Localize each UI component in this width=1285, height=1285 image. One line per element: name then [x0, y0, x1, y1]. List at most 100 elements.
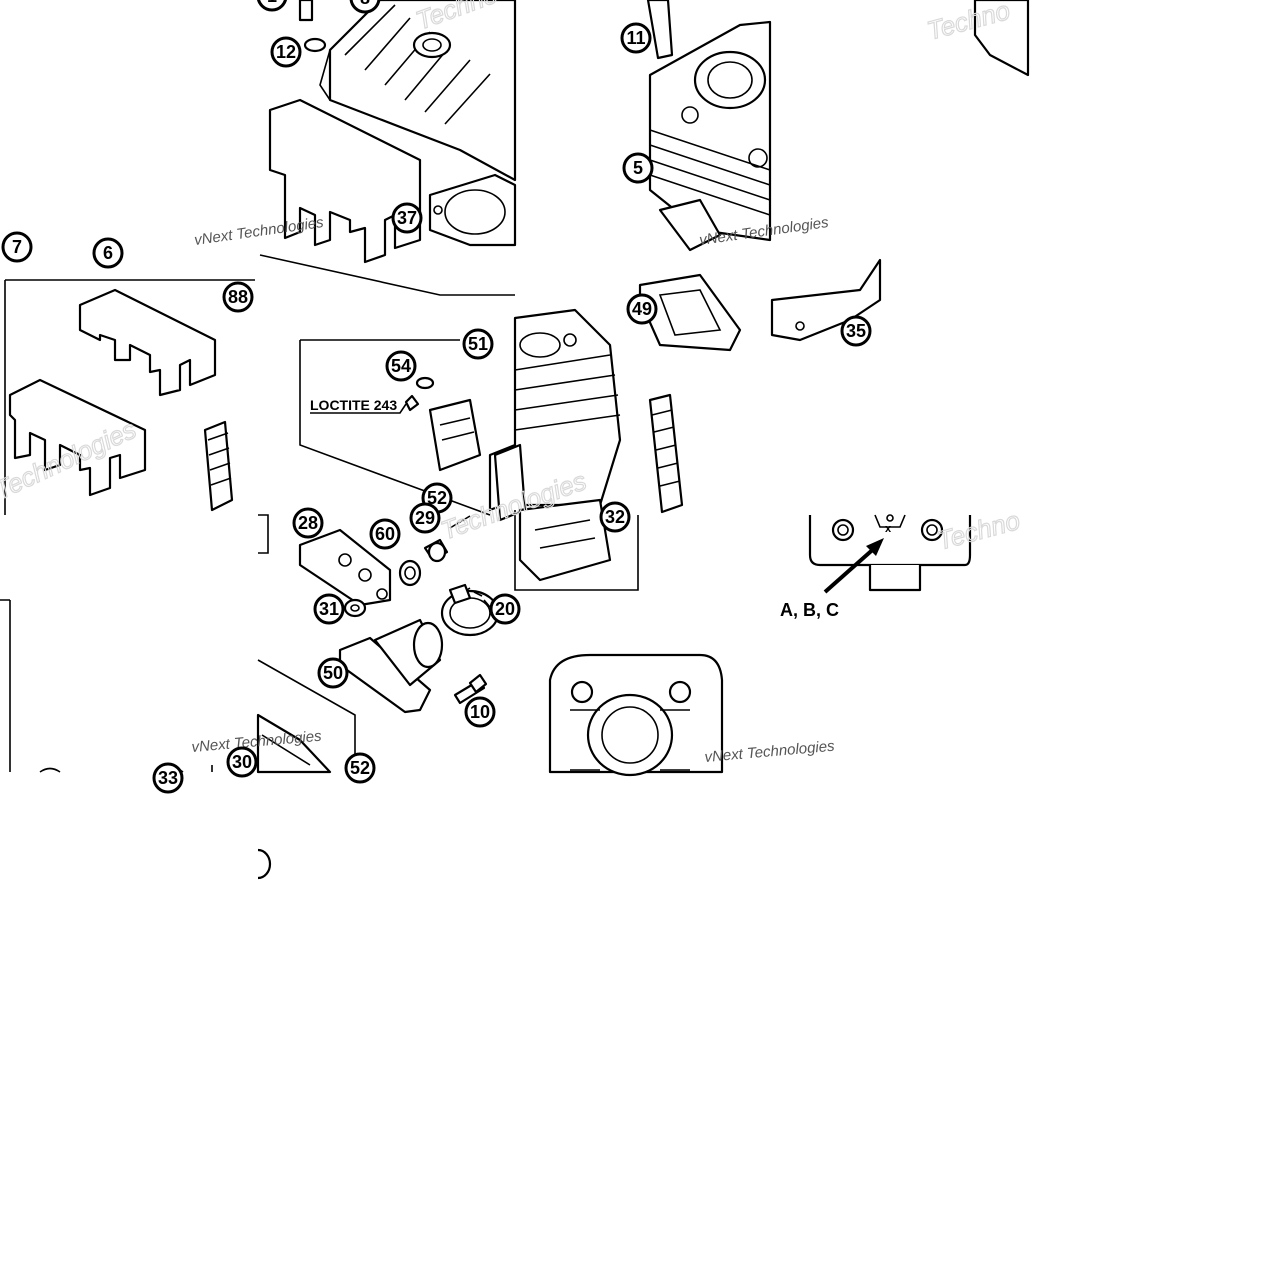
reed-spacer-strip-right: [648, 393, 684, 514]
callout-circle: [462, 328, 494, 360]
cylinder-side-drawing: [493, 308, 622, 522]
callout-number: 10: [470, 702, 490, 722]
callout-number: 31: [319, 599, 339, 619]
part-callout-6: 6: [92, 237, 124, 269]
reed-guard-left-bottom: [8, 378, 147, 497]
callout-number: 33: [158, 768, 178, 788]
part-callout-8: 8: [349, 0, 381, 14]
screw-54: [404, 376, 435, 412]
cylinder-gasket-bottom: [548, 653, 724, 777]
part-callout-29: 29: [409, 502, 441, 534]
part-callout-20: 20: [489, 593, 521, 625]
callout-number: 7: [12, 237, 22, 257]
part-callout-54: 54: [385, 350, 417, 382]
part-callout-7: 7: [1, 231, 33, 263]
part-callout-31: 31: [313, 593, 345, 625]
watermark-7: Techno: [934, 505, 1023, 556]
part-callout-28: 28: [292, 507, 324, 539]
callout-layer: 1812371157688545152493528602920315010523…: [1, 0, 872, 794]
callout-circle: [257, 0, 287, 12]
part-callout-49: 49: [626, 293, 658, 325]
part-callout-88: 88: [222, 281, 254, 313]
part-callout-12: 12: [270, 36, 302, 68]
callout-circle: [622, 152, 654, 184]
callout-circle: [226, 746, 258, 778]
callout-number: 1: [267, 0, 277, 6]
callout-number: 54: [391, 356, 411, 376]
callout-number: 12: [276, 42, 296, 62]
loctite-underline: [310, 403, 407, 414]
head-gasket-37: [428, 173, 517, 247]
reed-block-drawing: [514, 498, 639, 591]
washer-60: [398, 559, 422, 587]
inlet-box-frame-left: [4, 279, 255, 515]
part-callout-11: 11: [620, 22, 652, 54]
watermark-3: vNext Technologies: [193, 214, 325, 249]
manifold-flange-28: [298, 528, 392, 607]
part-callout-33: 33: [152, 762, 184, 794]
fragment-bottom-edge: [39, 765, 213, 773]
callout-circle: [620, 22, 652, 54]
callout-circle: [369, 518, 401, 550]
callout-circle: [489, 593, 521, 625]
washer-31: [343, 598, 367, 618]
callout-number: 20: [495, 599, 515, 619]
callout-circle: [409, 502, 441, 534]
callout-circle: [349, 0, 381, 14]
callout-circle: [840, 315, 872, 347]
part-callout-32: 32: [599, 501, 631, 533]
gasket-52-lower: [256, 659, 356, 774]
callout-circle: [92, 237, 124, 269]
callout-number: 11: [626, 28, 645, 48]
callout-circle: [344, 752, 376, 784]
callout-number: 6: [103, 243, 113, 263]
x-mark-label: x: [885, 523, 892, 535]
callout-number: 52: [427, 488, 447, 508]
callout-number: 8: [360, 0, 370, 8]
callout-circle: [222, 281, 254, 313]
part-callout-5: 5: [622, 152, 654, 184]
callout-number: 5: [633, 158, 643, 178]
part-callout-60: 60: [369, 518, 401, 550]
callout-circle: [464, 696, 496, 728]
callout-number: 49: [632, 299, 652, 319]
cylinder-head-drawing: [298, 0, 517, 182]
abc-pointer-arrow: [823, 538, 884, 594]
callout-circle: [152, 762, 184, 794]
callout-number: 60: [375, 524, 395, 544]
abc-marker-label: A, B, C: [780, 600, 839, 620]
part-callout-10: 10: [464, 696, 496, 728]
reed-guard-upper: [268, 98, 422, 264]
callout-circle: [270, 36, 302, 68]
callout-circle: [391, 202, 423, 234]
bolt-10: [453, 673, 488, 705]
callout-number: 32: [605, 507, 625, 527]
inlet-box-frame-lower: [0, 599, 11, 772]
part-callout-35: 35: [840, 315, 872, 347]
part-callout-1: 1: [257, 0, 287, 12]
callout-circle: [385, 350, 417, 382]
part-callout-51: 51: [462, 328, 494, 360]
callout-circle: [317, 657, 349, 689]
cylinder-drawing: [646, 0, 772, 252]
bushing-29: [423, 515, 471, 563]
frame-edge-right: [258, 514, 269, 554]
reed-petal-upper: [428, 398, 482, 472]
callout-number: 28: [298, 513, 318, 533]
callout-number: 51: [468, 334, 488, 354]
callout-number: 30: [232, 752, 252, 772]
part-callout-50: 50: [317, 657, 349, 689]
callout-number: 35: [846, 321, 866, 341]
loctite-note: LOCTITE 243: [310, 397, 397, 413]
callout-number: 50: [323, 663, 343, 683]
callout-number: 29: [415, 508, 435, 528]
reed-valve-frame: [259, 254, 515, 516]
reed-spacer-strip: [203, 420, 234, 512]
cylinder-base-mark: [808, 514, 972, 592]
part-callout-37: 37: [391, 202, 423, 234]
watermark-9: vNext Technologies: [704, 738, 836, 766]
callout-circle: [599, 501, 631, 533]
callout-number: 88: [228, 287, 248, 307]
fragment-bottom-circle: [257, 848, 272, 880]
